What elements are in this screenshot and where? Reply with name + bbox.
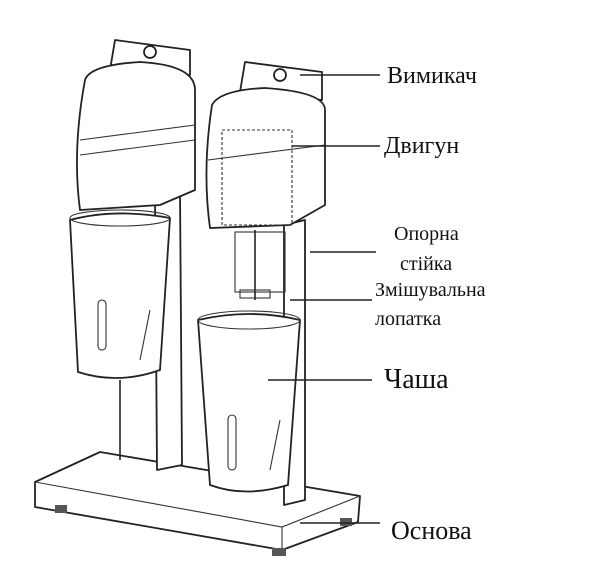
label-base: Основа bbox=[391, 516, 472, 545]
label-support-line1: Опорна bbox=[394, 223, 459, 245]
label-motor: Двигун bbox=[384, 133, 460, 159]
base bbox=[34, 451, 361, 556]
foot bbox=[55, 505, 67, 513]
right-mixer-unit bbox=[197, 61, 326, 506]
label-switch: Вимикач bbox=[387, 63, 477, 89]
left-mixer-unit bbox=[69, 39, 196, 471]
label-paddle-line1: Змішувальна bbox=[375, 279, 486, 301]
label-paddle-line2: лопатка bbox=[375, 308, 442, 330]
label-support-line2: стійка bbox=[400, 253, 453, 275]
label-cup: Чаша bbox=[384, 364, 449, 395]
foot bbox=[340, 518, 352, 526]
foot bbox=[272, 548, 286, 556]
